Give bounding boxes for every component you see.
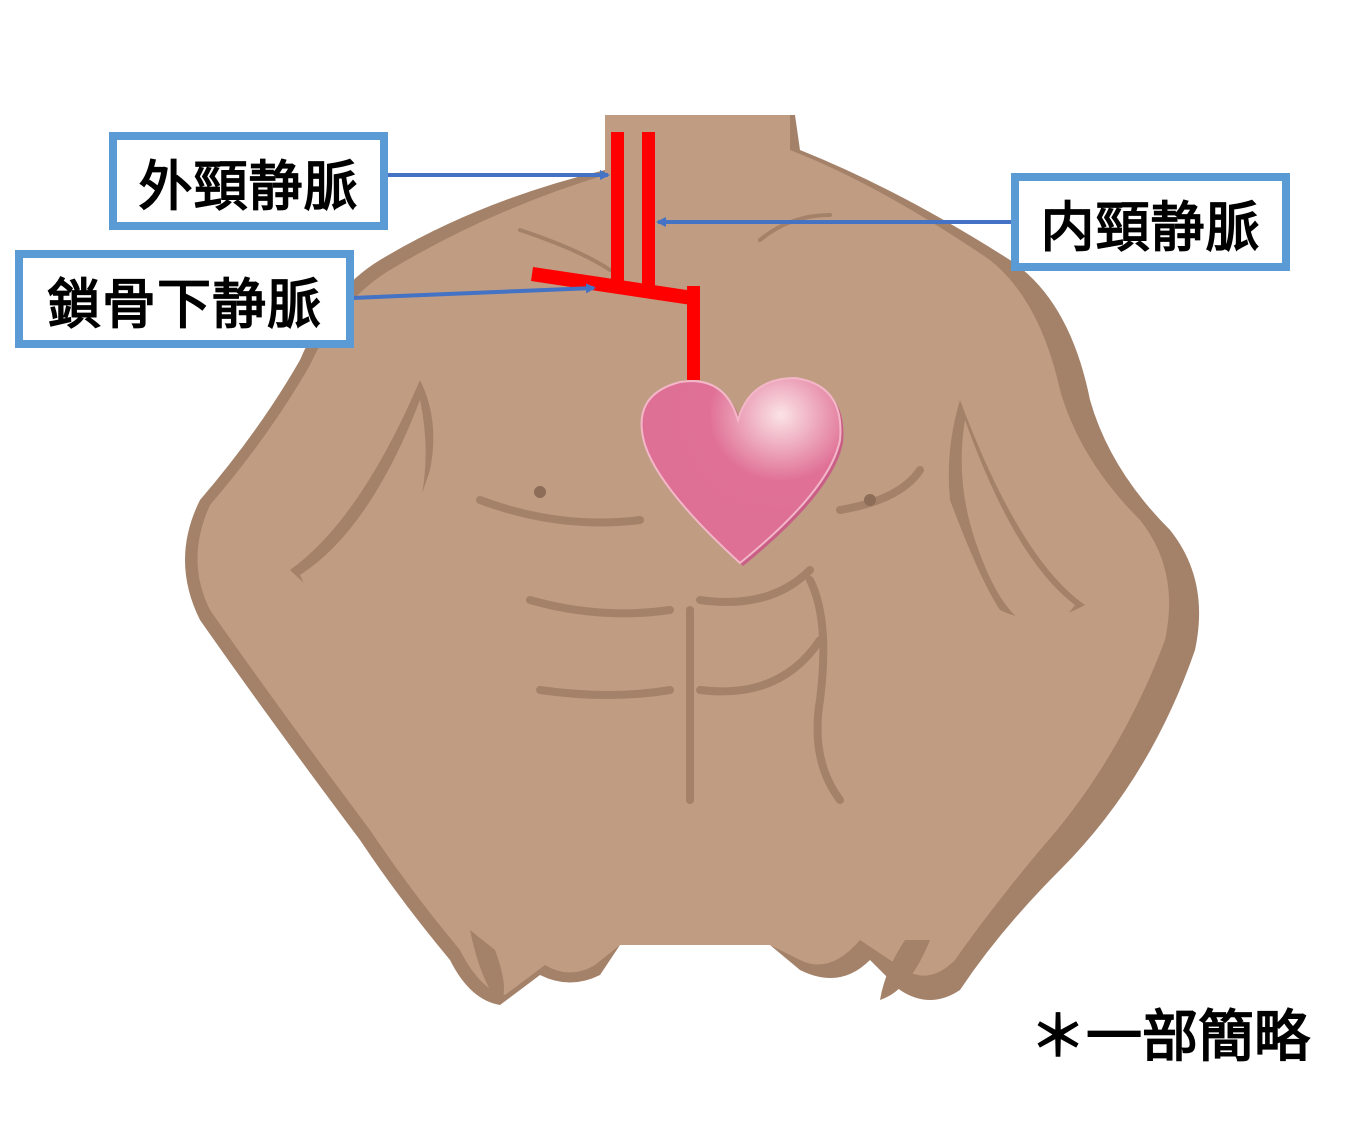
- internal-jugular-vein: [642, 132, 655, 287]
- label-internal-jugular-vein: 内頸静脈: [1011, 173, 1290, 271]
- external-jugular-vein: [611, 132, 624, 287]
- arrows: [351, 170, 1015, 300]
- simplification-note: ＊一部簡略: [1030, 1005, 1310, 1070]
- subclavian-vein: [531, 267, 700, 306]
- label-subclavian-vein: 鎖骨下静脈: [15, 250, 354, 348]
- arrow-subclavian: [351, 283, 596, 300]
- veins: [531, 132, 700, 380]
- label-external-jugular-vein: 外頸静脈: [109, 132, 388, 230]
- body: [185, 115, 1200, 1005]
- superior-vena-cava: [687, 286, 700, 380]
- heart-icon: [640, 376, 844, 566]
